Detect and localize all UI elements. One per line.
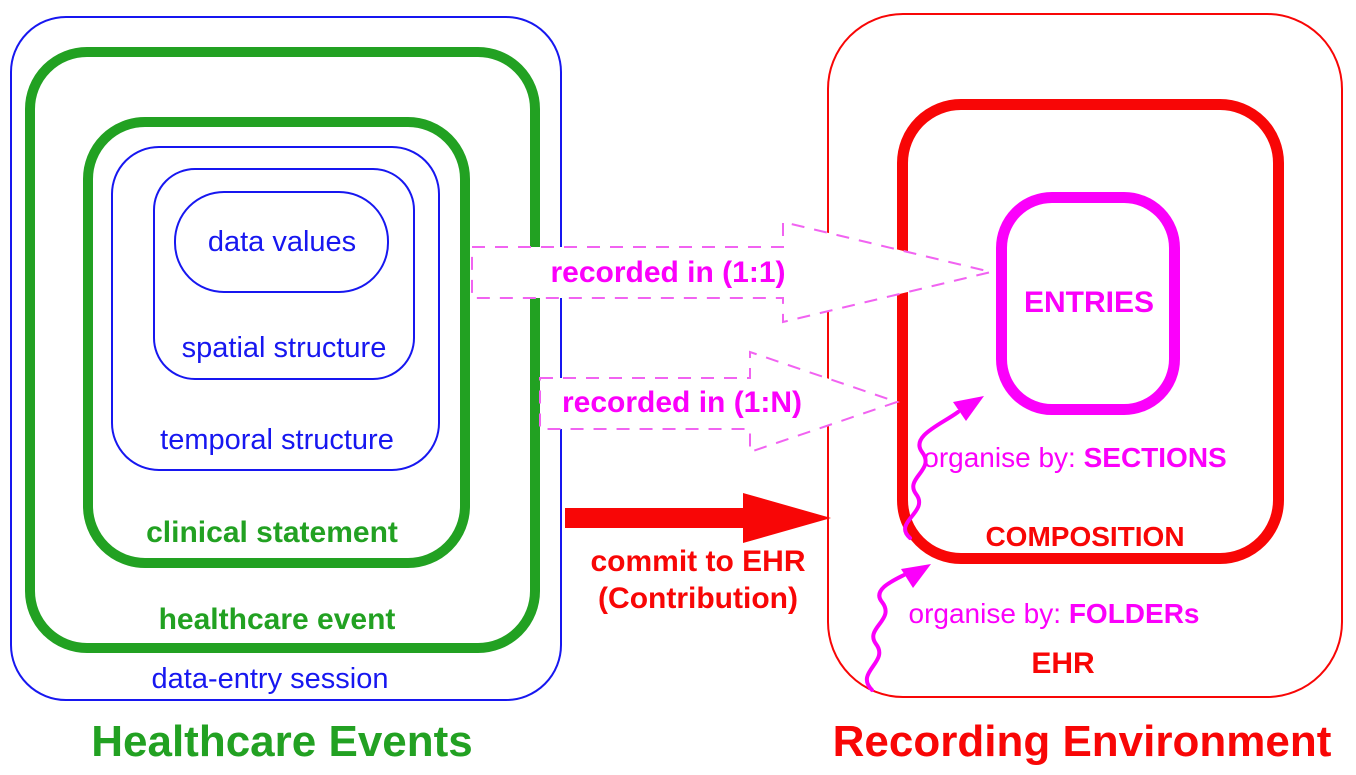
commit-to-ehr-label-line1: commit to EHR bbox=[590, 545, 806, 578]
left-panel-title: Healthcare Events bbox=[91, 717, 473, 766]
healthcare-event-box bbox=[25, 47, 540, 653]
organise-by-folders-label: organise by: FOLDERs bbox=[908, 600, 1199, 628]
entries-box bbox=[996, 192, 1180, 415]
organise-folders-squiggle bbox=[864, 573, 906, 692]
recorded-in-1-n-label: recorded in (1:N) bbox=[561, 386, 803, 419]
data-entry-session-label: data-entry session bbox=[151, 663, 389, 695]
data-entry-session-box bbox=[10, 16, 562, 701]
spatial-structure-box bbox=[153, 168, 415, 380]
organise-by-folders-prefix: organise by: bbox=[908, 598, 1069, 629]
commit-to-ehr-arrow bbox=[565, 493, 831, 543]
composition-label: COMPOSITION bbox=[985, 521, 1185, 552]
ehr-box bbox=[827, 13, 1343, 698]
organise-sections-arrowhead bbox=[953, 396, 984, 421]
composition-box bbox=[897, 99, 1284, 564]
ehr-label: EHR bbox=[1031, 647, 1095, 680]
organise-by-sections-term: SECTIONS bbox=[1083, 442, 1227, 473]
spatial-structure-label: spatial structure bbox=[181, 332, 387, 364]
healthcare-event-label: healthcare event bbox=[158, 603, 396, 636]
organise-sections-squiggle bbox=[903, 410, 960, 540]
data-values-label: data values bbox=[207, 226, 357, 258]
commit-to-ehr-label-line2: (Contribution) bbox=[598, 582, 798, 615]
recorded-in-1-n-arrow bbox=[539, 350, 901, 454]
temporal-structure-box bbox=[111, 146, 440, 471]
organise-by-folders-term: FOLDERs bbox=[1068, 598, 1200, 629]
recorded-in-1-1-arrow bbox=[471, 220, 992, 324]
organise-folders-arrowhead bbox=[901, 564, 931, 588]
organise-by-sections-prefix: organise by: bbox=[923, 442, 1084, 473]
recorded-in-1-1-label: recorded in (1:1) bbox=[550, 256, 786, 289]
organise-by-sections-label: organise by: SECTIONS bbox=[923, 444, 1226, 472]
clinical-statement-label: clinical statement bbox=[146, 516, 398, 549]
right-panel-title: Recording Environment bbox=[832, 717, 1332, 766]
entries-label: ENTRIES bbox=[1023, 286, 1155, 319]
data-values-box bbox=[174, 191, 389, 293]
temporal-structure-label: temporal structure bbox=[160, 424, 394, 456]
clinical-statement-box bbox=[83, 117, 470, 568]
